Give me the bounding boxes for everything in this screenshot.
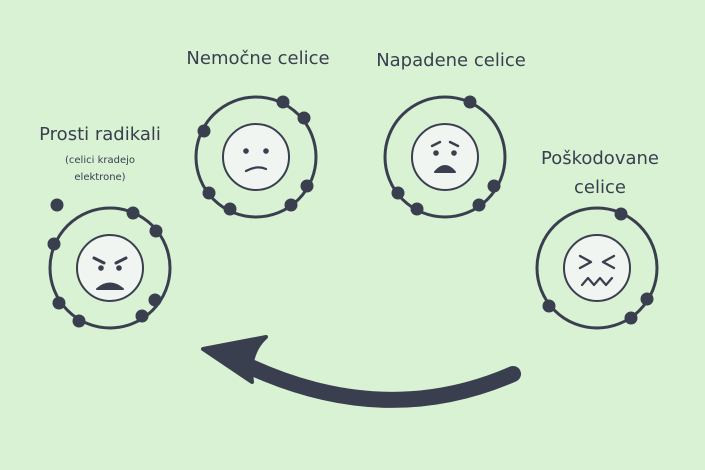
electron [72, 314, 86, 328]
electron [223, 202, 237, 216]
electron [126, 206, 140, 220]
electron [391, 186, 405, 200]
label-free-radicals-note-line1: (celici kradejo [65, 155, 135, 166]
electron [149, 224, 163, 238]
worried-face-icon [430, 140, 460, 173]
label-free-radicals: Prosti radikali [39, 124, 161, 145]
sad-face-icon [243, 148, 269, 173]
stolen-electron [50, 198, 64, 212]
electron [542, 299, 556, 313]
electron [463, 95, 477, 109]
electron [297, 111, 311, 125]
label-weak-cells: Nemočne celice [186, 48, 330, 69]
electron [472, 198, 486, 212]
label-free-radicals-note-line2: elektrone) [74, 172, 126, 183]
electron [52, 296, 66, 310]
electron [276, 95, 290, 109]
weak-cell-atom [194, 95, 318, 219]
label-damaged-cells-line1: Poškodovane [540, 148, 659, 169]
angry-face-icon [92, 256, 128, 290]
free-radical-atom [47, 198, 172, 330]
electron [47, 237, 61, 251]
electron [202, 186, 216, 200]
electron [135, 309, 149, 323]
electron [300, 179, 314, 193]
electron [640, 292, 654, 306]
attacked-cell-atom [383, 95, 507, 219]
electron [148, 293, 162, 307]
electron [487, 179, 501, 193]
label-damaged-cells-line2: celice [574, 177, 626, 198]
electron [624, 311, 638, 325]
electron [197, 124, 211, 138]
damaged-cell-atom [535, 206, 659, 330]
electron [614, 207, 628, 221]
distressed-face-icon [578, 254, 616, 287]
electron [284, 198, 298, 212]
label-attacked-cells: Napadene celice [376, 50, 526, 71]
electron [410, 202, 424, 216]
curved-arrow-icon [201, 335, 521, 408]
